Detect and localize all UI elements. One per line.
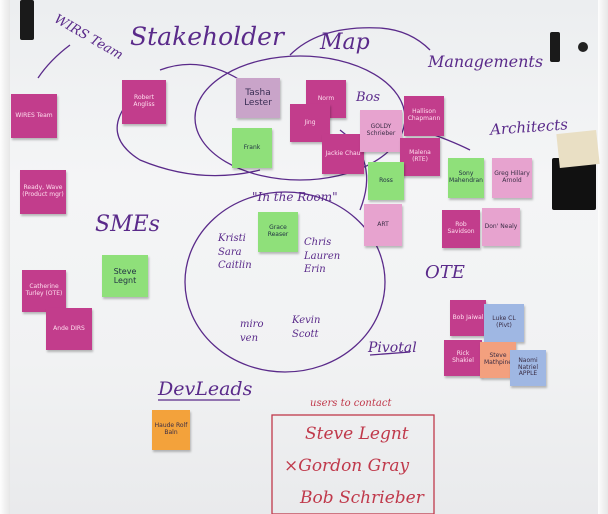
contact-name: Steve Legnt xyxy=(305,424,409,444)
sticky-note: Greg Hillary Arnold xyxy=(492,158,532,198)
room-name: Caitlin xyxy=(218,260,252,271)
board-right-frame xyxy=(598,0,608,514)
room-names-right: Chris Lauren Erin xyxy=(304,236,340,277)
room-name: Erin xyxy=(304,264,326,275)
heading-ote: OTE xyxy=(425,262,465,283)
room-name: miro xyxy=(240,319,264,330)
sticky-note: WIRES Team xyxy=(11,94,57,138)
map-arrow xyxy=(289,27,431,56)
contact-name: Bob Schrieber xyxy=(300,488,424,508)
room-names-left: Kristi Sara Caitlin xyxy=(218,232,252,273)
sticky-note: Ross xyxy=(368,162,404,200)
room-name: Kristi xyxy=(218,233,246,244)
heading-map: Map xyxy=(320,30,370,55)
board-left-frame xyxy=(0,0,10,514)
sticky-note: Haude Rolf Baln xyxy=(152,410,190,450)
users-to-contact-box xyxy=(271,414,435,514)
sticky-note: Grace Reaser xyxy=(258,212,298,252)
contact-name: ×Gordon Gray xyxy=(284,456,410,476)
room-name: Scott xyxy=(292,328,319,340)
sticky-note: Naomi Natriel APPLE xyxy=(510,350,546,386)
users-to-contact-title: users to contact xyxy=(310,398,392,409)
sticky-note: Rob Savidson xyxy=(442,210,480,248)
left-link xyxy=(116,99,261,177)
sticky-note: Frank xyxy=(232,128,272,168)
sticky-note: Hallison Chapmann xyxy=(404,96,444,136)
sticky-note: Don' Nealy xyxy=(482,208,520,246)
sticky-note: Ande DIRS xyxy=(46,308,92,350)
sticky-note: Ready, Wave (Product mgr) xyxy=(20,170,66,214)
heading-stakeholder: Stakeholder xyxy=(130,22,284,51)
room-names-bottom-right: Kevin Scott xyxy=(292,314,320,341)
sticky-note: Tasha Lester xyxy=(236,78,280,118)
sticky-note: Catherine Turley (OTE) xyxy=(22,270,66,312)
sticky-note: Luke CL (Pivt) xyxy=(484,304,524,342)
heading-pivotal: Pivotal xyxy=(368,340,417,356)
magnet-top-left xyxy=(20,0,34,40)
magnet-top-right xyxy=(550,32,560,62)
pivotal-underline xyxy=(369,351,411,356)
pushpin xyxy=(578,42,588,52)
room-name: Kevin xyxy=(292,315,321,326)
sticky-note: ART xyxy=(364,204,402,246)
sticky-note: Robert Angliss xyxy=(122,80,166,124)
sticky-note: Malena (RTE) xyxy=(400,138,440,176)
room-names-bottom-left: miro ven xyxy=(240,318,263,345)
room-name: Lauren xyxy=(304,250,341,262)
sticky-note: Steve Legnt xyxy=(102,255,148,297)
in-the-room-circle xyxy=(184,191,386,373)
room-name: Chris xyxy=(304,237,332,248)
heading-managements: Managements xyxy=(428,52,544,71)
wirs-arrow xyxy=(37,44,71,79)
room-name: ven xyxy=(240,332,259,344)
top-link xyxy=(159,63,241,81)
sticky-note: Bob Jaiwal xyxy=(450,300,486,336)
sticky-note: Rick Shakiel xyxy=(444,340,482,376)
room-name: Sara xyxy=(218,246,242,258)
sticky-note: Jackie Chau xyxy=(322,134,364,174)
heading-devleads: DevLeads xyxy=(158,378,253,400)
heading-smes: SMEs xyxy=(95,212,160,237)
heading-bos: Bos xyxy=(356,90,381,105)
heading-in-the-room: "In the Room" xyxy=(252,190,338,204)
sticky-note: Sony Mahendran xyxy=(448,158,484,198)
sticky-note: GOLDY Schrieber xyxy=(360,110,402,152)
